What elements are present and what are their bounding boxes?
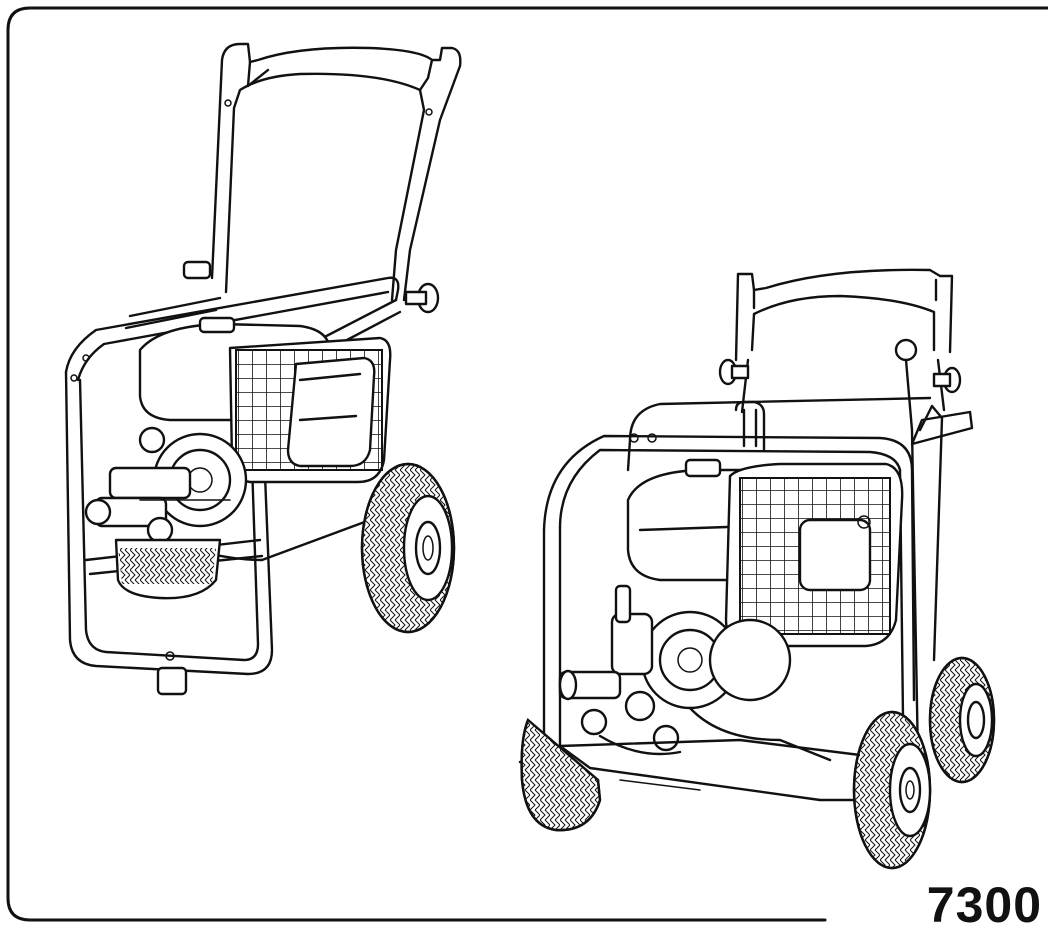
handle-knob-right	[932, 366, 962, 394]
page-number: 7300	[920, 880, 1044, 930]
lower-drum	[114, 538, 222, 600]
pressure-washer-compact-frame	[64, 42, 462, 696]
push-handle	[210, 42, 462, 302]
pump-assembly	[558, 584, 832, 762]
wheel-rear	[928, 656, 996, 784]
gun-holder	[894, 338, 974, 762]
engine	[138, 316, 392, 484]
pressure-washer-wide-frame	[518, 268, 996, 870]
engine	[626, 458, 904, 648]
base-tray	[558, 738, 902, 802]
push-handle	[734, 268, 954, 414]
handle-knob-left	[718, 358, 750, 386]
page-border	[6, 6, 1048, 922]
handle-knob-right	[404, 282, 440, 314]
wheel-front-left	[520, 717, 602, 832]
wheel-front-right	[852, 710, 932, 870]
wheel	[360, 462, 456, 634]
handle-knob-left	[182, 260, 212, 280]
